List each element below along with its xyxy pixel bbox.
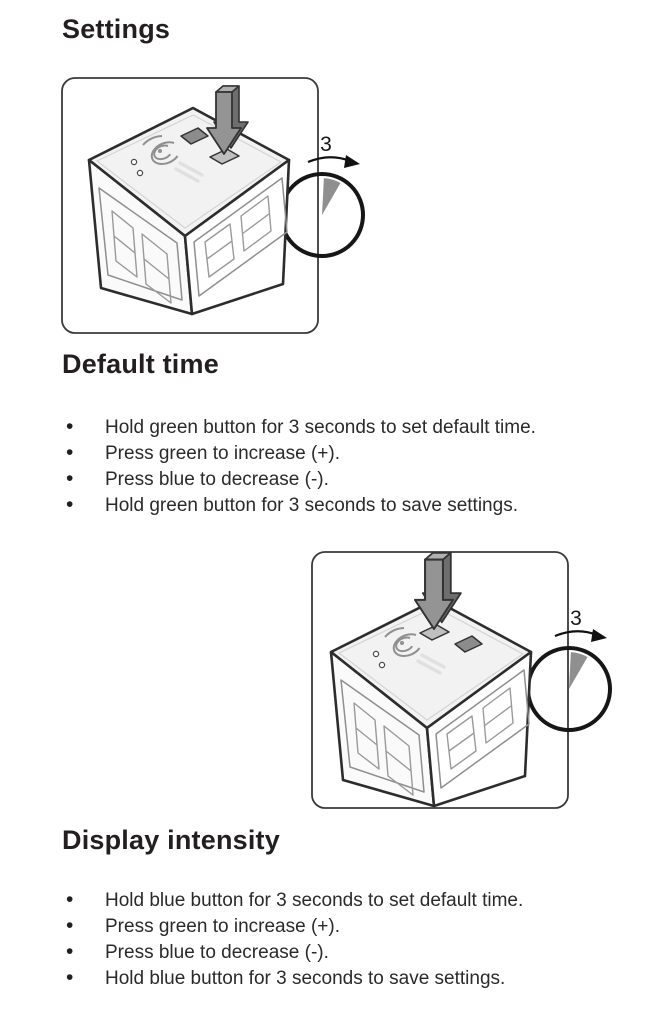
list-item-text: Hold green button for 3 seconds to set d… [105,417,536,438]
list-item: • Press green to increase (+). [62,914,523,940]
timer-dial-icon [279,153,365,258]
list-item: • Press blue to decrease (-). [62,467,536,493]
bullet-icon: • [66,441,74,464]
display-intensity-list: • Hold blue button for 3 seconds to set … [62,888,523,992]
section-heading-display-intensity: Display intensity [62,825,280,855]
illustration-border [61,77,319,334]
list-item: • Press green to increase (+). [62,441,536,467]
list-item-text: Hold green button for 3 seconds to save … [105,495,518,516]
list-item: • Press blue to decrease (-). [62,940,523,966]
list-item: • Hold blue button for 3 seconds to set … [62,888,523,914]
list-item-text: Hold blue button for 3 seconds to save s… [105,968,506,989]
timer-duration-label: 3 [320,133,332,156]
bullet-icon: • [66,888,74,911]
list-item-text: Press green to increase (+). [105,916,340,937]
list-item-text: Press blue to decrease (-). [105,942,329,963]
bullet-icon: • [66,415,74,438]
bullet-icon: • [66,914,74,937]
timer-dial-icon [526,627,612,732]
default-time-list: • Hold green button for 3 seconds to set… [62,415,536,519]
bullet-icon: • [66,966,74,989]
bullet-icon: • [66,940,74,963]
list-item: • Hold green button for 3 seconds to sav… [62,493,536,519]
illustration-default-time: 3 [61,77,365,334]
list-item: • Hold blue button for 3 seconds to save… [62,966,523,992]
list-item-text: Press green to increase (+). [105,443,340,464]
list-item-text: Press blue to decrease (-). [105,469,329,490]
illustration-display-intensity: 3 [311,551,612,809]
page-title: Settings [62,14,171,44]
section-heading-default-time: Default time [62,349,219,379]
list-item: • Hold green button for 3 seconds to set… [62,415,536,441]
timer-duration-label: 3 [570,607,582,630]
bullet-icon: • [66,493,74,516]
bullet-icon: • [66,467,74,490]
list-item-text: Hold blue button for 3 seconds to set de… [105,890,524,911]
